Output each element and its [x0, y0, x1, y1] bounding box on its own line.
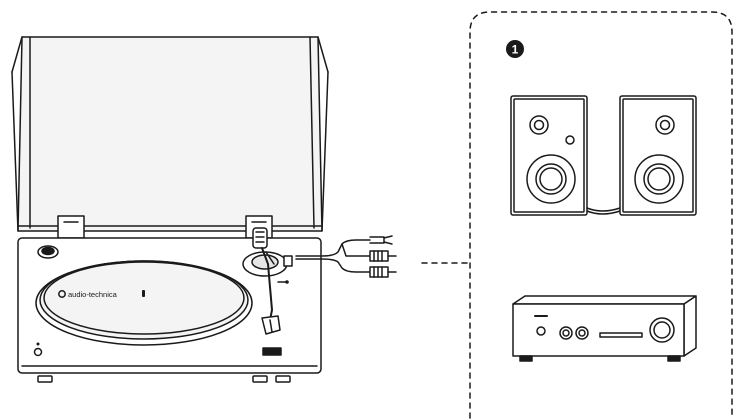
turntable: audio-technica — [11, 36, 329, 383]
speed-selector-knob — [37, 245, 59, 259]
amp-volume-knob — [649, 317, 675, 343]
step-number: 1 — [512, 43, 519, 57]
tonearm — [242, 227, 293, 335]
brand-label: audio-technica — [68, 290, 118, 299]
lid-hinge-left — [57, 215, 85, 239]
amp-foot-left — [519, 355, 533, 362]
amp-power-button — [536, 326, 546, 336]
amp-slot — [599, 332, 643, 338]
speaker-cable — [586, 207, 621, 212]
spindle — [142, 290, 145, 297]
platter — [35, 260, 253, 346]
option-box — [469, 11, 733, 419]
tweeter-right — [655, 115, 675, 135]
volume-knob — [565, 135, 575, 145]
amp-input-right — [575, 326, 589, 340]
amp-input-left — [559, 326, 573, 340]
speaker-right — [619, 95, 697, 216]
amp-foot-right — [667, 355, 681, 362]
amplifier — [512, 295, 697, 362]
ground-wire-terminal — [369, 235, 393, 245]
counterweight — [252, 227, 268, 249]
woofer-left — [526, 154, 576, 204]
power-indicator — [33, 342, 43, 357]
tweeter-left — [529, 115, 549, 135]
tonearm-rest — [283, 255, 293, 267]
start-stop-button — [262, 347, 282, 356]
step-badge-circle — [506, 40, 524, 58]
rca-plug-right — [369, 266, 397, 278]
speaker-left — [510, 95, 588, 216]
foot-center-left — [252, 375, 268, 383]
rca-plug-left — [369, 250, 397, 262]
foot-left — [37, 375, 53, 383]
woofer-right — [634, 154, 684, 204]
step-badge: 1 — [506, 40, 524, 58]
brand-logo: audio-technica — [58, 290, 145, 299]
foot-right — [275, 375, 291, 383]
rca-cable — [295, 235, 397, 278]
brand-logo-icon — [58, 290, 66, 298]
dust-cover — [11, 36, 329, 232]
